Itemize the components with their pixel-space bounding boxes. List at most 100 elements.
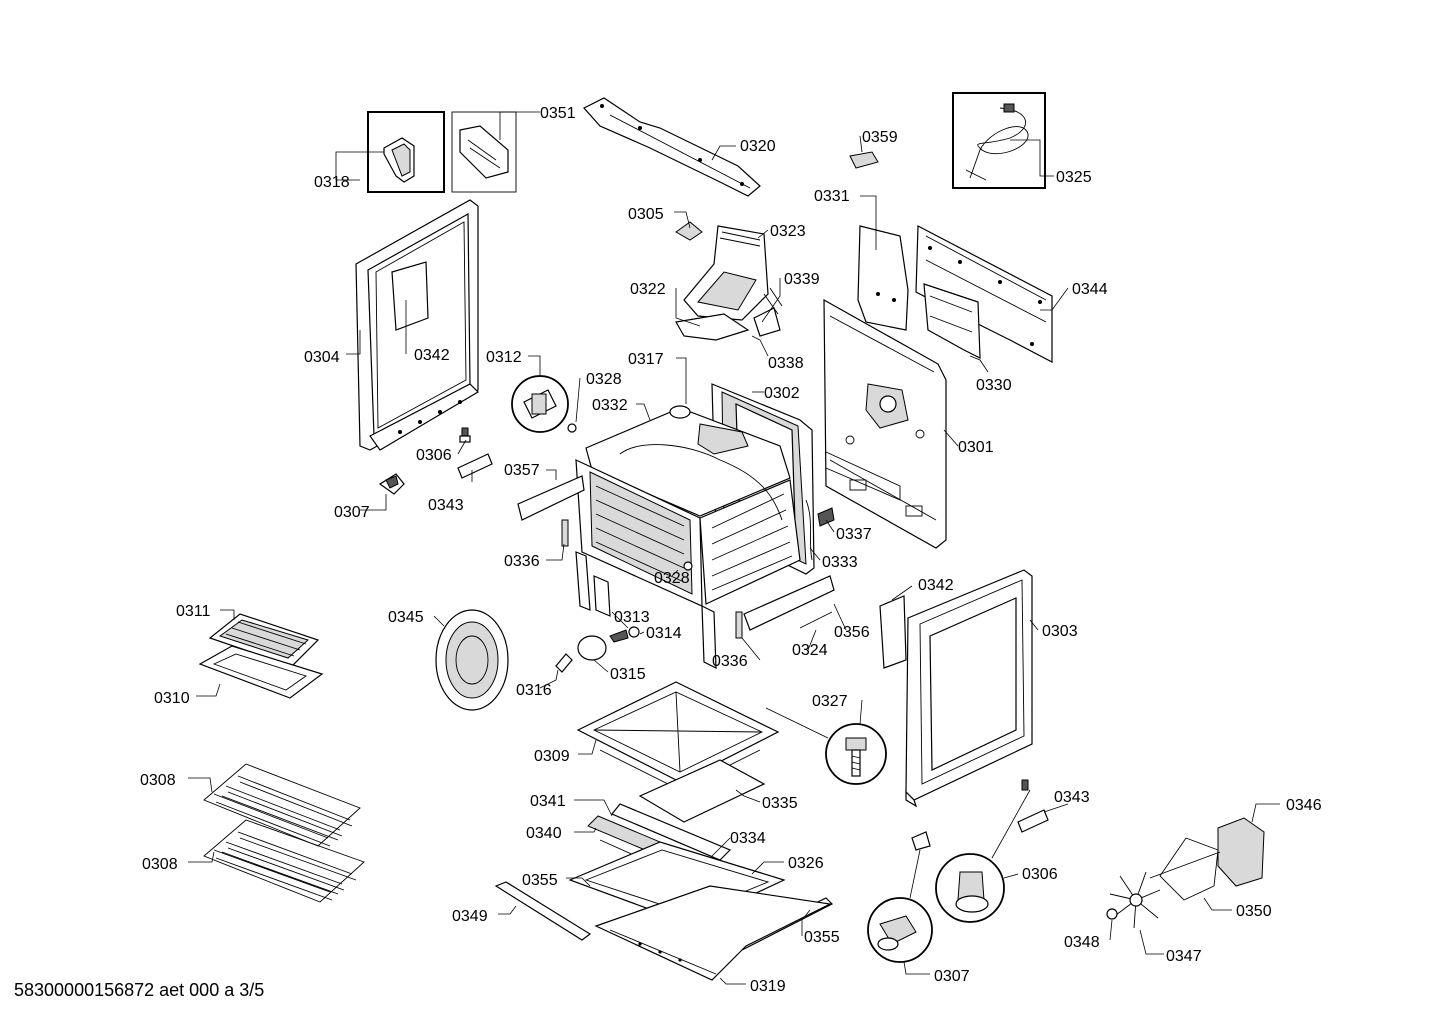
cap-part [567, 423, 577, 433]
label-0349: 0349 [452, 908, 488, 925]
label-0308-upper: 0308 [140, 772, 176, 789]
tray-part [638, 759, 766, 823]
label-0310: 0310 [154, 690, 190, 707]
fan-motor-part [1149, 817, 1265, 901]
nut-part [1106, 908, 1118, 920]
screw-right-part [1021, 779, 1029, 791]
label-0303: 0303 [1042, 623, 1078, 640]
hinge-left-part [378, 473, 405, 495]
label-0335: 0335 [762, 795, 798, 812]
label-0359: 0359 [862, 129, 898, 146]
label-0331: 0331 [814, 188, 850, 205]
hinge-small-right-part [911, 831, 931, 851]
document-code: 58300000156872 aet 000 a 3/5 [14, 980, 265, 1000]
label-0345: 0345 [388, 609, 424, 626]
oven-rack-upper-part [203, 763, 361, 847]
connector-part [817, 507, 835, 527]
label-0327: 0327 [812, 693, 848, 710]
label-0336-left: 0336 [504, 553, 540, 570]
label-0318: 0318 [314, 174, 350, 191]
label-0338: 0338 [768, 355, 804, 372]
grill-pan-part [198, 613, 324, 699]
label-0344: 0344 [1072, 281, 1108, 298]
label-0339: 0339 [784, 271, 820, 288]
hinge-part [383, 137, 415, 183]
rail-right-part [743, 575, 835, 631]
fan-cover-part [435, 609, 509, 711]
guide-right-part [735, 611, 743, 639]
label-0341: 0341 [530, 793, 566, 810]
callout-labels: 0318 0351 0320 0359 0325 0331 0305 0323 … [140, 105, 1322, 995]
label-0306-left: 0306 [416, 447, 452, 464]
label-0356: 0356 [834, 624, 870, 641]
door-right-part [905, 569, 1033, 808]
label-0306-right: 0306 [1022, 866, 1058, 883]
bracket-right-part [879, 595, 907, 669]
label-0357: 0357 [504, 462, 540, 479]
label-0334: 0334 [730, 830, 766, 847]
label-0317: 0317 [628, 351, 664, 368]
hinge-detail-part [867, 897, 933, 963]
label-0347: 0347 [1166, 948, 1202, 965]
label-0308-lower: 0308 [142, 856, 178, 873]
rail-bottom-left-part [494, 881, 592, 941]
fan-duct-part [683, 225, 769, 321]
label-0305: 0305 [628, 206, 664, 223]
label-0350: 0350 [1236, 903, 1272, 920]
label-0307-left: 0307 [334, 504, 370, 521]
label-0319: 0319 [750, 978, 786, 995]
label-0330: 0330 [976, 377, 1012, 394]
bracket-part [459, 125, 509, 179]
label-0336-right: 0336 [712, 653, 748, 670]
motor-detail-part [511, 375, 569, 433]
label-0333: 0333 [822, 554, 858, 571]
label-0351: 0351 [540, 105, 576, 122]
leader-lines [188, 111, 1280, 985]
label-0337: 0337 [836, 526, 872, 543]
back-panel-part [915, 225, 1053, 363]
label-0304: 0304 [304, 349, 340, 366]
label-0307-right: 0307 [934, 968, 970, 985]
bottom-panel-part [594, 885, 832, 981]
duct-plate-part [675, 313, 750, 341]
label-0340: 0340 [526, 825, 562, 842]
label-0343-right: 0343 [1054, 789, 1090, 806]
label-0355-right: 0355 [804, 929, 840, 946]
label-0302: 0302 [764, 385, 800, 402]
screw-left-part [459, 427, 471, 443]
label-0315: 0315 [610, 666, 646, 683]
label-0328-lower: 0328 [654, 570, 690, 587]
latch-left-part [457, 453, 493, 479]
power-cord-part [965, 103, 1029, 181]
rear-wall-part [823, 298, 947, 549]
lamp-assembly-part [555, 626, 640, 673]
label-0309: 0309 [534, 748, 570, 765]
door-inner-left-part [355, 199, 479, 451]
label-0320: 0320 [740, 138, 776, 155]
label-0343-left: 0343 [428, 497, 464, 514]
bottom-plate-part [576, 681, 780, 791]
label-0323: 0323 [770, 223, 806, 240]
label-0328-upper: 0328 [586, 371, 622, 388]
guide-left-part [561, 519, 569, 547]
top-rail-part [583, 97, 761, 197]
holder-part [675, 221, 703, 241]
seal-part [805, 499, 813, 561]
detail-frame-bracket [451, 111, 517, 193]
label-0342-upper: 0342 [414, 347, 450, 364]
label-0311: 0311 [176, 603, 211, 620]
detail-frame-power-cord [952, 92, 1046, 189]
label-0316: 0316 [516, 682, 552, 699]
label-0326: 0326 [788, 855, 824, 872]
oven-cavity-part [575, 405, 801, 669]
latch-right-part [1017, 809, 1049, 833]
foot-detail-part [935, 853, 1005, 923]
label-0314: 0314 [646, 625, 682, 642]
clip-part [849, 151, 879, 169]
label-0355-left: 0355 [522, 872, 558, 889]
rail-left-part [517, 475, 585, 521]
shield-plate-part [923, 283, 981, 359]
fan-blade-part [1109, 871, 1161, 929]
screw-detail-part [825, 723, 887, 785]
